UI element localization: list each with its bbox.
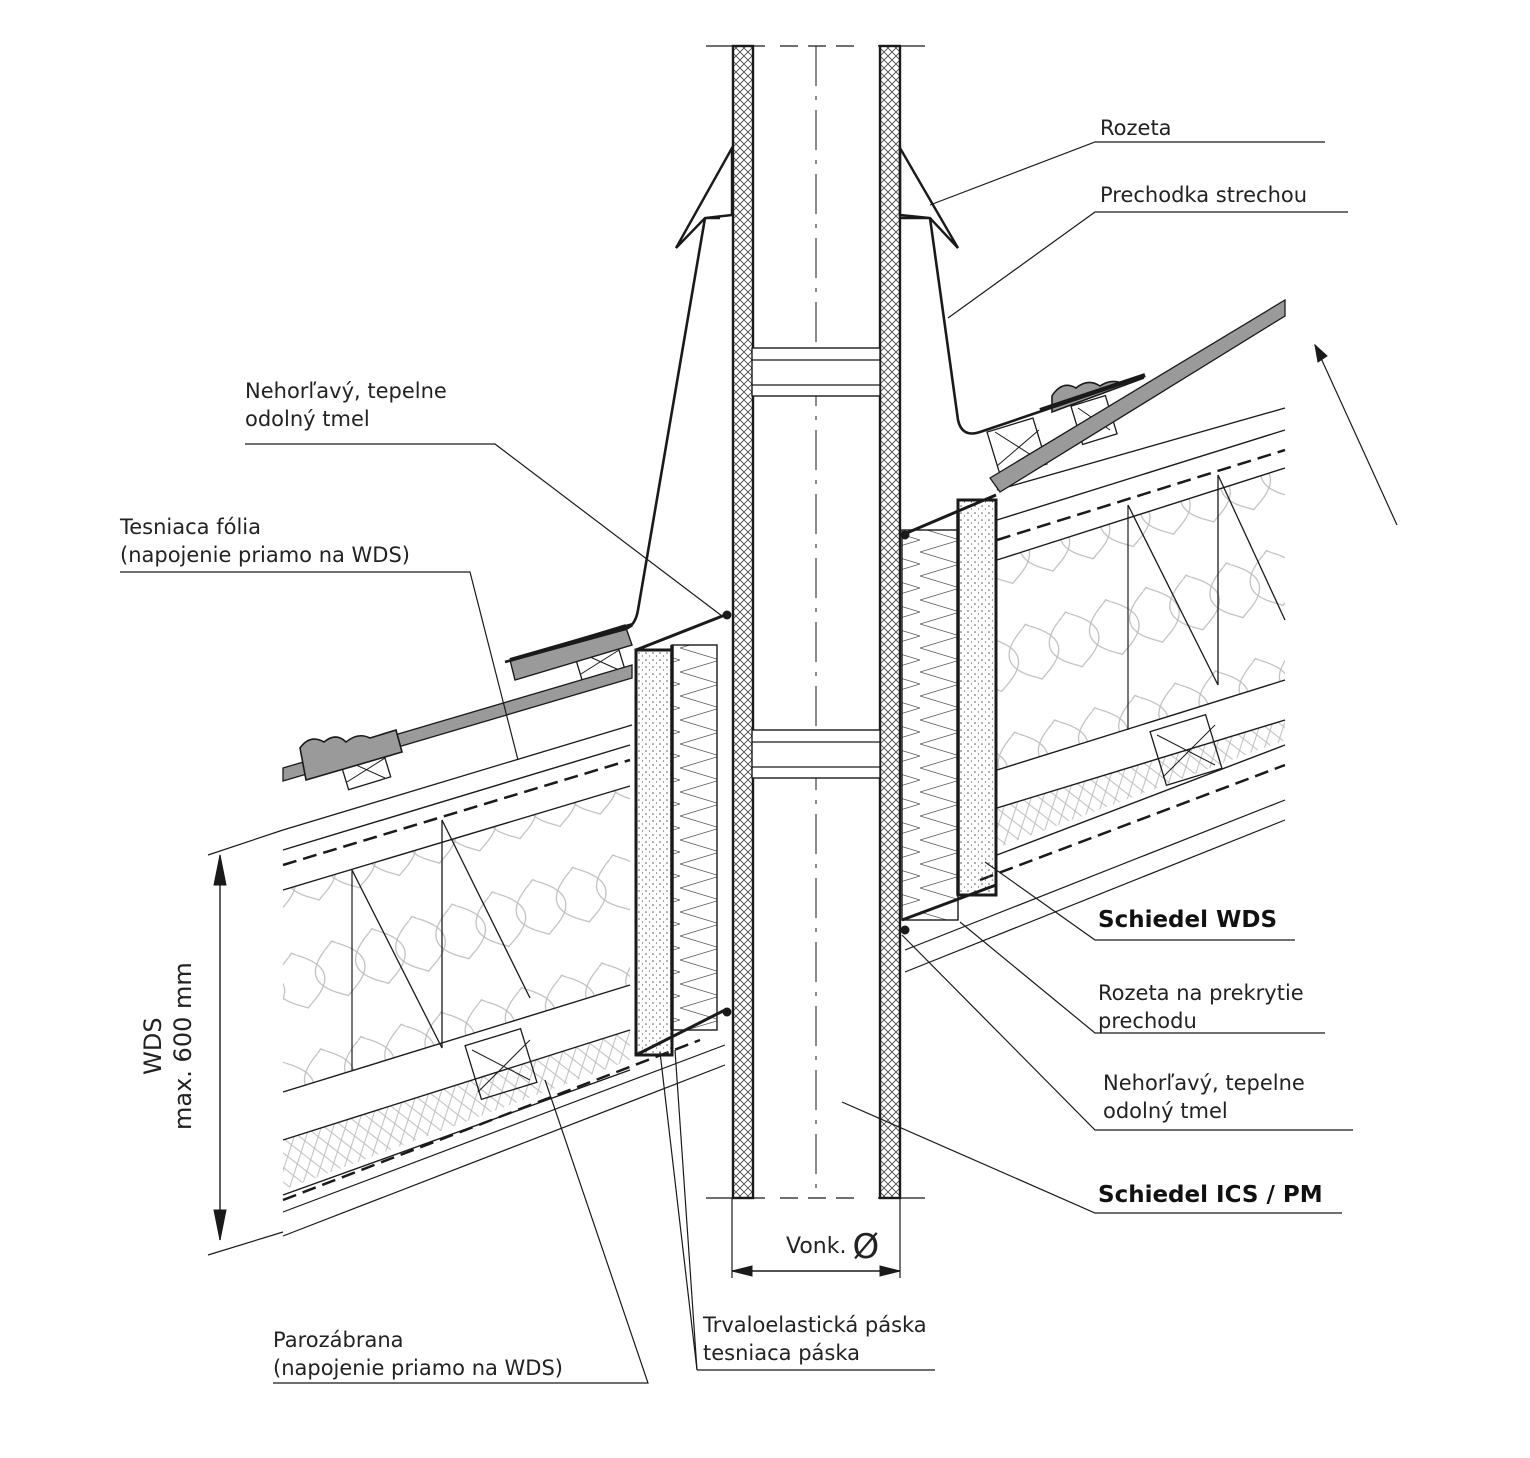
chimney-joint-upper bbox=[751, 347, 881, 397]
label-tmel-right: Nehorľavý, tepelne odolný tmel bbox=[1103, 1069, 1305, 1125]
label-tmel-left-line1: Nehorľavý, tepelne bbox=[245, 379, 447, 403]
label-rozeta: Rozeta bbox=[1100, 116, 1172, 140]
label-schiedel-ics: Schiedel ICS / PM bbox=[1098, 1182, 1323, 1208]
label-rozeta-prekrytie: Rozeta na prekrytie prechodu bbox=[1098, 979, 1304, 1035]
right-roof bbox=[904, 298, 1286, 973]
wds-left bbox=[634, 613, 726, 1057]
left-roof bbox=[282, 623, 726, 1237]
label-rozeta-prekrytie-line1: Rozeta na prekrytie bbox=[1098, 981, 1304, 1005]
label-tmel-left-line2: odolný tmel bbox=[245, 407, 370, 431]
dimension-lines bbox=[207, 343, 1398, 1278]
left-main-insulation bbox=[283, 786, 630, 1092]
label-tmel-right-line1: Nehorľavý, tepelne bbox=[1103, 1071, 1305, 1095]
dimension-label-wds-line2: max. 600 mm bbox=[169, 962, 197, 1130]
label-pasky-line1: Trvaloelastická páska bbox=[703, 1313, 927, 1337]
label-tesniaca-line2: (napojenie priamo na WDS) bbox=[120, 543, 411, 567]
chimney bbox=[706, 44, 925, 1200]
leader-lines bbox=[120, 141, 1353, 1384]
right-main-insulation bbox=[997, 468, 1285, 770]
left-lower-insulation bbox=[283, 1030, 630, 1190]
label-tmel-left: Nehorľavý, tepelne odolný tmel bbox=[245, 377, 447, 433]
dimension-vonk-text: Vonk. bbox=[786, 1234, 847, 1259]
chimney-joint-lower bbox=[751, 729, 881, 779]
dimension-label-wds: WDS max. 600 mm bbox=[138, 962, 198, 1130]
chimney-wall-right bbox=[878, 44, 902, 1200]
roof-flashing bbox=[504, 216, 1146, 664]
label-pasky: Trvaloelastická páska tesniaca páska bbox=[703, 1311, 927, 1367]
chimney-wall-left bbox=[731, 44, 755, 1200]
label-rozeta-prekrytie-line2: prechodu bbox=[1098, 1009, 1197, 1033]
label-schiedel-wds: Schiedel WDS bbox=[1098, 907, 1278, 933]
label-parozabrana-line1: Parozábrana bbox=[273, 1328, 404, 1352]
wds-right bbox=[901, 493, 998, 922]
label-parozabrana: Parozábrana (napojenie priamo na WDS) bbox=[273, 1326, 563, 1382]
dimension-label-outer-diameter: Vonk.Ø bbox=[786, 1227, 879, 1267]
label-prechodka-strechou: Prechodka strechou bbox=[1100, 183, 1308, 207]
rozeta-collar bbox=[674, 143, 960, 249]
diameter-symbol-icon: Ø bbox=[852, 1227, 880, 1267]
label-tmel-right-line2: odolný tmel bbox=[1103, 1099, 1228, 1123]
right-lower-insulation bbox=[997, 720, 1285, 848]
dimension-label-wds-line1: WDS bbox=[139, 1017, 167, 1075]
label-pasky-line2: tesniaca páska bbox=[703, 1341, 860, 1365]
label-tesniaca-line1: Tesniaca fólia bbox=[120, 515, 262, 539]
label-parozabrana-line2: (napojenie priamo na WDS) bbox=[273, 1356, 564, 1380]
label-tesniaca-folia: Tesniaca fólia (napojenie priamo na WDS) bbox=[120, 513, 410, 569]
